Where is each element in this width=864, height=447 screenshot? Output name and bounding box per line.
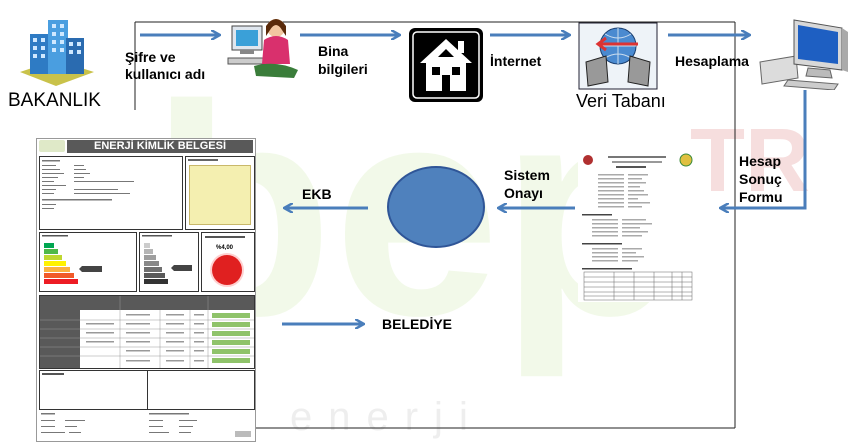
ekb-score-box: %4,00 [201, 232, 255, 292]
ekb-document: ENERJİ KİMLİK BELGESİ [36, 138, 256, 442]
watermark-tr-text: TR [690, 111, 810, 211]
ekb-notes-divider [147, 371, 148, 409]
label-bakanlik: BAKANLIK [8, 90, 101, 111]
label-veritabani: Veri Tabanı [576, 91, 666, 111]
label-sifre: Şifre ve kullanıcı adı [125, 49, 206, 82]
watermark-word-text: enerji [290, 395, 484, 439]
ekb-map-image [189, 165, 251, 225]
ekb-consumption-table [39, 295, 255, 369]
ekb-notes-box [39, 370, 255, 410]
ekb-title: ENERJİ KİMLİK BELGESİ [67, 140, 253, 153]
database-icon [578, 22, 658, 90]
ekb-emission-box [139, 232, 199, 292]
label-ekb: EKB [302, 186, 332, 202]
sistem-onayi-ellipse [387, 166, 485, 248]
form-document-graphic [582, 153, 693, 301]
watermark-tr: TR [690, 110, 810, 213]
label-internet: İnternet [490, 53, 542, 69]
ekb-energy-rating-bars [42, 235, 102, 284]
ekb-logo [39, 140, 65, 152]
ekb-footer-lines [41, 413, 251, 437]
ekb-consumption-table-grid [40, 296, 254, 368]
user-computer-icon [227, 19, 298, 78]
house-icon [409, 28, 483, 102]
desktop-computer-icon [759, 19, 848, 90]
hesap-sonuc-form-document [578, 150, 696, 302]
label-sistem-onayi: Sistem Onayı [504, 167, 550, 201]
ekb-map-box [185, 156, 255, 230]
watermark-word: enerji [290, 395, 484, 440]
arrow-computer-to-form [722, 90, 807, 208]
label-hesaplama: Hesaplama [675, 53, 749, 69]
ekb-score-title [205, 236, 245, 238]
label-bina: Bina bilgileri [318, 43, 368, 77]
label-hesap-sonuc: Hesap Sonuç Formu [739, 153, 783, 205]
ekb-energy-rating-box [39, 232, 137, 292]
ekb-red-indicator [212, 255, 242, 285]
ekb-building-info-box [39, 156, 183, 230]
ekb-map-title [188, 159, 218, 161]
ministry-building-icon [20, 20, 94, 86]
ekb-score-value: %4,00 [216, 245, 234, 251]
ekb-building-info-lines [42, 160, 134, 209]
ekb-emission-bars [142, 235, 192, 284]
ekb-notes-title [42, 373, 64, 375]
label-belediye: BELEDİYE [382, 316, 453, 332]
